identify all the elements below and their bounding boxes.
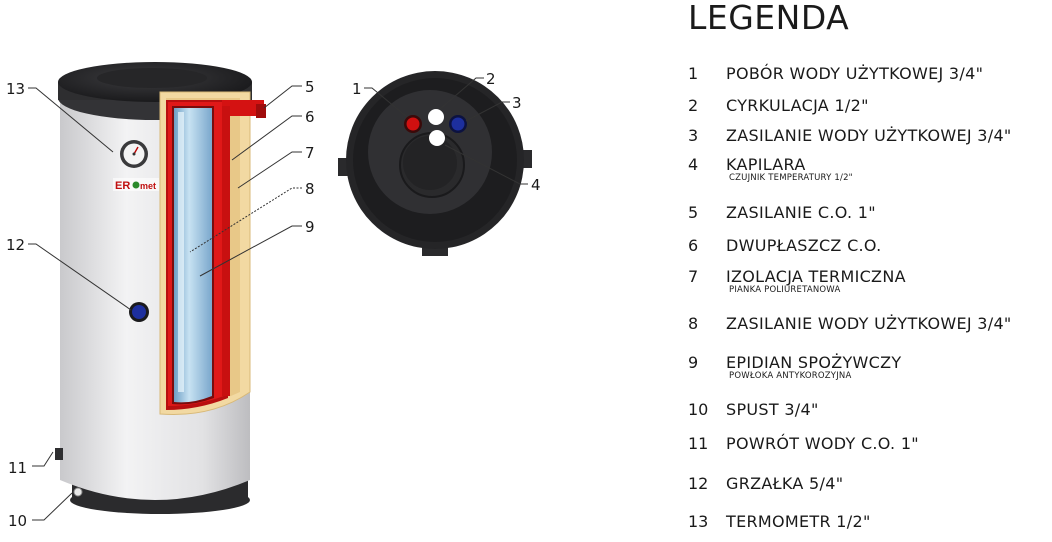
callout-11: 11 bbox=[8, 459, 27, 477]
legend-item-number: 10 bbox=[688, 400, 709, 419]
brand-text-2: met bbox=[140, 181, 156, 191]
legend-item-label: ZASILANIE C.O. 1" bbox=[726, 203, 876, 222]
legend-item-number: 2 bbox=[688, 96, 699, 115]
legend-item-label: GRZAŁKA 5/4" bbox=[726, 474, 844, 493]
callout-8: 8 bbox=[305, 180, 315, 198]
legend-item-number: 6 bbox=[688, 236, 699, 255]
legend-item-number: 9 bbox=[688, 353, 699, 372]
legend-panel: LEGENDA 1 POBÓR WODY UŻYTKOWEJ 3/4" 2 CY… bbox=[688, 0, 1052, 542]
legend-item-number: 11 bbox=[688, 434, 709, 453]
callout-13: 13 bbox=[6, 80, 25, 98]
legend-item-number: 12 bbox=[688, 474, 709, 493]
legend-item-label: CYRKULACJA 1/2" bbox=[726, 96, 869, 115]
legend-item-sublabel: CZUJNIK TEMPERATURY 1/2" bbox=[729, 173, 853, 183]
brand-logo: ER met bbox=[113, 178, 159, 192]
heater-port-icon bbox=[129, 302, 149, 322]
legend-item-number: 8 bbox=[688, 314, 699, 333]
legend-item-number: 13 bbox=[688, 512, 709, 531]
legend-item-number: 4 bbox=[688, 155, 699, 174]
brand-text-1: ER bbox=[115, 180, 130, 192]
legend-item-label: SPUST 3/4" bbox=[726, 400, 819, 419]
legend-item-label: ZASILANIE WODY UŻYTKOWEJ 3/4" bbox=[726, 126, 1012, 145]
return-port-icon bbox=[55, 448, 63, 460]
legend-item-label: DWUPŁASZCZ C.O. bbox=[726, 236, 882, 255]
port-circulation-icon bbox=[428, 109, 444, 125]
port-capillary-icon bbox=[429, 130, 445, 146]
legend-item-sublabel: POWŁOKA ANTYKOROZYJNA bbox=[729, 371, 852, 381]
legend-item-label: KAPILARA bbox=[726, 155, 806, 174]
callout-leaders bbox=[28, 77, 528, 521]
callout-3: 3 bbox=[512, 94, 522, 112]
legend-item-number: 5 bbox=[688, 203, 699, 222]
callout-10: 10 bbox=[8, 512, 27, 530]
legend-item-label: POWRÓT WODY C.O. 1" bbox=[726, 434, 919, 453]
legend-title: LEGENDA bbox=[688, 0, 850, 37]
callout-1: 1 bbox=[352, 80, 362, 98]
legend-item-label: TERMOMETR 1/2" bbox=[726, 512, 871, 531]
port-cold-icon bbox=[449, 115, 467, 133]
legend-item-label: ZASILANIE WODY UŻYTKOWEJ 3/4" bbox=[726, 314, 1012, 333]
callout-7: 7 bbox=[305, 144, 315, 162]
callout-6: 6 bbox=[305, 108, 315, 126]
callout-2: 2 bbox=[486, 70, 496, 88]
boiler-diagram: ER met bbox=[6, 62, 541, 530]
legend-item-number: 7 bbox=[688, 267, 699, 286]
boiler-top-view bbox=[338, 71, 532, 256]
legend-item-number: 3 bbox=[688, 126, 699, 145]
legend-item-label: EPIDIAN SPOŻYWCZY bbox=[726, 353, 902, 372]
thermometer-icon bbox=[120, 140, 148, 168]
callout-12: 12 bbox=[6, 236, 25, 254]
callout-5: 5 bbox=[305, 78, 315, 96]
callout-4: 4 bbox=[531, 176, 541, 194]
boiler-cutaway bbox=[159, 91, 266, 415]
legend-item-sublabel: PIANKA POLIURETANOWA bbox=[729, 285, 841, 295]
legend-item-label: POBÓR WODY UŻYTKOWEJ 3/4" bbox=[726, 64, 984, 83]
legend-item-number: 1 bbox=[688, 64, 699, 83]
drain-port-icon bbox=[73, 487, 83, 497]
callout-9: 9 bbox=[305, 218, 315, 236]
legend-item-label: IZOLACJA TERMICZNA bbox=[726, 267, 906, 286]
port-hot-icon bbox=[404, 115, 422, 133]
